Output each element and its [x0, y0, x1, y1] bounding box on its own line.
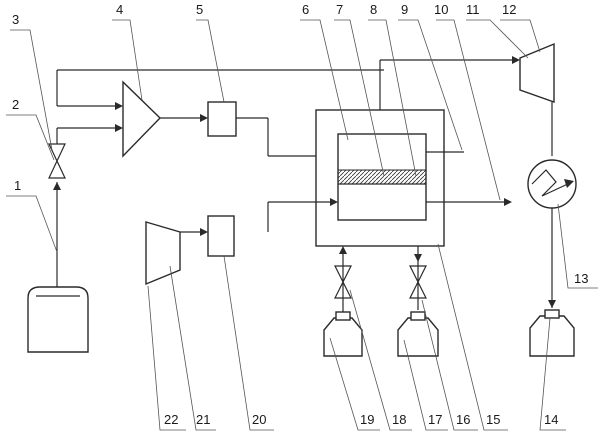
- label-3: 3: [12, 12, 19, 27]
- box-20: [207, 215, 235, 257]
- membrane-7: [337, 169, 427, 185]
- label-16: 16: [456, 412, 470, 427]
- tank-14: [529, 315, 575, 357]
- heat-exchanger-coil: [531, 169, 573, 197]
- amplifier-4: [122, 80, 161, 158]
- label-10: 10: [434, 2, 448, 17]
- label-5: 5: [196, 2, 203, 17]
- label-13: 13: [574, 271, 588, 286]
- cylinder-1: [27, 286, 89, 353]
- label-21: 21: [196, 412, 210, 427]
- compressor-21: [145, 221, 181, 286]
- valve-18: [334, 265, 352, 299]
- label-2: 2: [12, 97, 19, 112]
- label-18: 18: [392, 412, 406, 427]
- label-11: 11: [466, 2, 480, 17]
- tank-19: [323, 317, 363, 357]
- label-12: 12: [502, 2, 516, 17]
- label-9: 9: [401, 2, 408, 17]
- label-20: 20: [252, 412, 266, 427]
- label-14: 14: [544, 412, 558, 427]
- label-6: 6: [302, 2, 309, 17]
- label-8: 8: [370, 2, 377, 17]
- valve-16: [409, 265, 427, 299]
- label-15: 15: [486, 412, 500, 427]
- label-1: 1: [14, 178, 21, 193]
- tank-17: [397, 317, 439, 357]
- label-22: 22: [164, 412, 178, 427]
- label-7: 7: [336, 2, 343, 17]
- valve-3: [48, 143, 66, 179]
- label-17: 17: [428, 412, 442, 427]
- label-19: 19: [360, 412, 374, 427]
- compressor-12: [519, 42, 555, 103]
- control-box-5: [207, 101, 237, 137]
- label-4: 4: [116, 2, 123, 17]
- leader-lines: [6, 19, 598, 431]
